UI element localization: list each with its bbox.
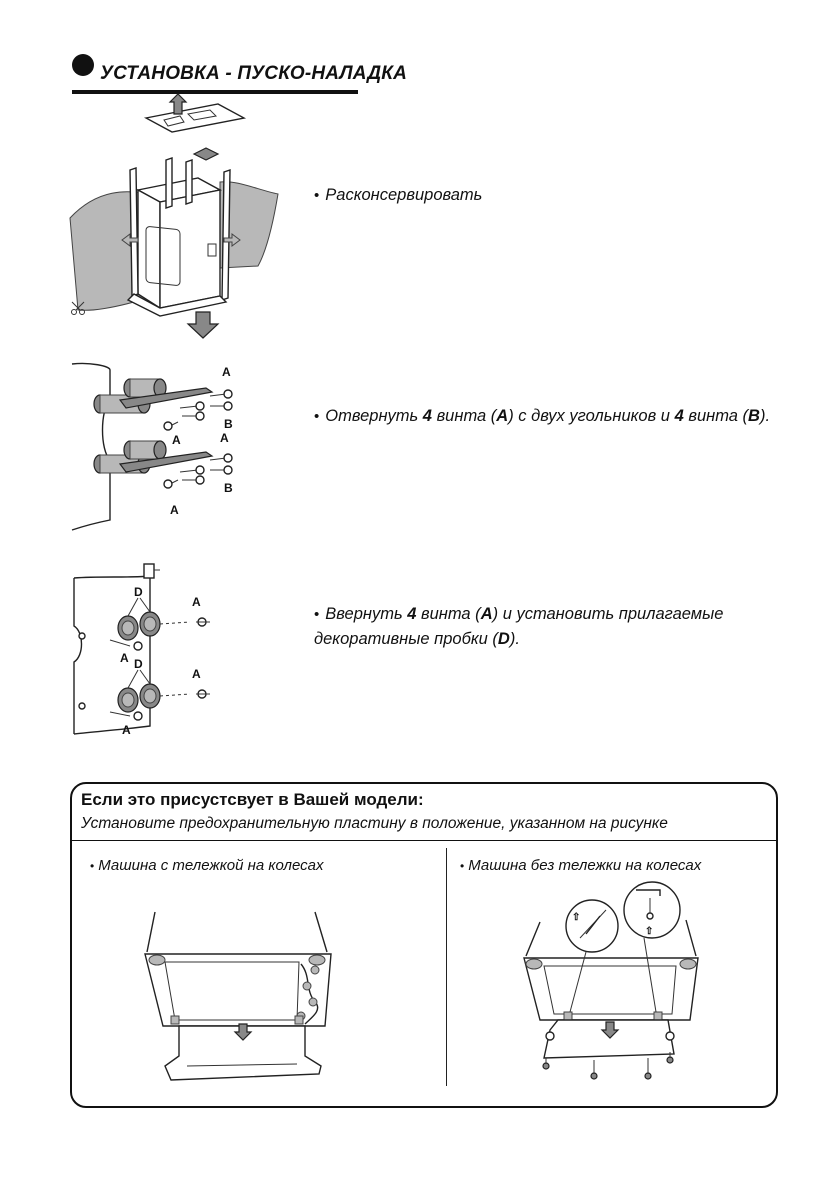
bracket-label-a: A	[220, 431, 229, 445]
bracket-label-a: A	[172, 433, 181, 447]
step-screw-plugs-text: •Ввернуть 4 винта (A) и установить прила…	[314, 605, 724, 648]
note-title: Если это присустсвует в Вашей модели:	[81, 790, 424, 809]
bracket-removal-illustration: A B A A B A	[71, 362, 233, 531]
header-bullet-dot	[72, 54, 94, 76]
svg-text:⇧: ⇧	[645, 926, 653, 937]
step-unpack-text: • Расконсервировать	[314, 183, 482, 208]
plug-label-a: A	[122, 723, 131, 737]
plug-label-a: A	[120, 651, 129, 665]
plug-label-a: A	[192, 667, 201, 681]
step-bullet: •	[314, 187, 320, 204]
step-unscrew-text: •Отвернуть 4 винта (A) с двух угольников…	[314, 407, 771, 425]
machine-with-trolley-illustration	[144, 911, 332, 1081]
plugs-installation-illustration: D A A D A A	[73, 563, 210, 737]
right-caption: •Машина без тележки на колесах	[460, 857, 702, 874]
plug-label-a: A	[192, 595, 201, 609]
note-column-divider	[446, 848, 447, 1086]
bracket-label-a: A	[222, 365, 231, 379]
model-note-box	[70, 782, 778, 1108]
bracket-label-a: A	[170, 503, 179, 517]
left-caption: •Машина с тележкой на колесах	[90, 857, 324, 874]
plug-label-d: D	[134, 657, 143, 671]
plug-label-d: D	[134, 585, 143, 599]
step-unpack-label: Расконсервировать	[325, 186, 483, 204]
svg-text:⇧: ⇧	[572, 912, 580, 923]
bracket-label-b: B	[224, 481, 233, 495]
page-title: УСТАНОВКА - ПУСКО-НАЛАДКА	[100, 63, 408, 84]
header-underline	[72, 90, 358, 94]
bracket-label-b: B	[224, 417, 233, 431]
machine-without-trolley-illustration: ⇧ ⇧	[523, 881, 699, 1080]
unpacking-illustration	[69, 93, 279, 339]
note-subtitle: Установите предохранительную пластину в …	[81, 815, 668, 832]
note-separator	[70, 840, 776, 841]
